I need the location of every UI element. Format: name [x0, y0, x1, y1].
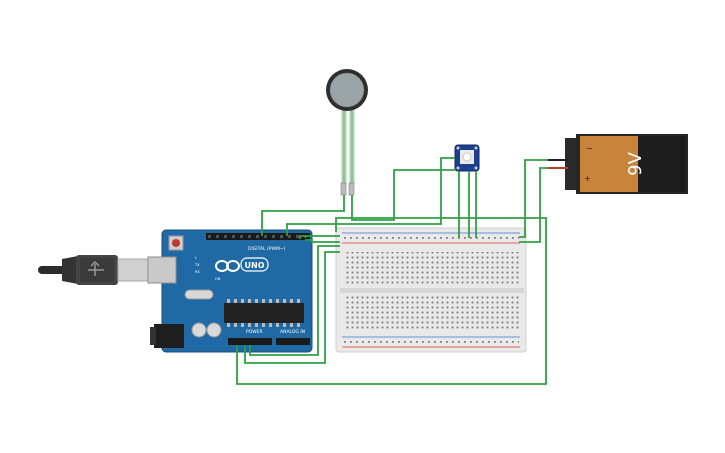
power-rail-top[interactable]	[344, 235, 519, 241]
reset-button[interactable]	[172, 239, 180, 247]
wire-sensor-to-digital	[261, 195, 345, 236]
force-sensor[interactable]	[326, 69, 368, 196]
wire-gnd-loop	[249, 245, 340, 356]
terminal-strip-top[interactable]	[344, 252, 519, 286]
l-label: L	[195, 256, 197, 260]
analog-label: ANALOG IN	[280, 329, 305, 335]
wire-5v-loop	[244, 251, 340, 364]
battery-9v[interactable]: 9V − +	[548, 134, 688, 194]
rx-label: RX	[195, 270, 200, 274]
battery-plus-label: +	[584, 174, 591, 183]
wire-power-1	[299, 235, 340, 239]
analog-header[interactable]	[276, 338, 310, 345]
wire-battery-minus	[519, 159, 548, 238]
rgb-led-module[interactable]	[454, 144, 480, 172]
power-header[interactable]	[228, 338, 272, 345]
uno-label: UNO	[245, 261, 265, 270]
digital-label: DIGITAL (PWM~)	[248, 246, 286, 252]
arduino-uno-board[interactable]: UNO DIGITAL (PWM~) POWER ANALOG IN TX RX…	[147, 229, 313, 353]
power-rail-bottom[interactable]	[344, 339, 519, 345]
wire-sensor-to-breadboard	[351, 169, 456, 221]
wire-long-loop	[236, 217, 547, 385]
tx-label: TX	[194, 263, 200, 267]
breadboard[interactable]	[335, 227, 527, 353]
usb-cable[interactable]	[38, 255, 149, 285]
wire-digital-to-led	[286, 157, 455, 236]
wire-power-2	[305, 239, 340, 243]
wires[interactable]	[236, 157, 548, 385]
battery-minus-label: −	[586, 144, 593, 153]
power-label: POWER	[246, 329, 263, 335]
wire-battery-plus	[519, 167, 548, 243]
terminal-strip-bottom[interactable]	[344, 296, 519, 330]
battery-voltage-label: 9V	[625, 151, 646, 175]
arduino-logo	[215, 257, 269, 272]
on-label: ON	[215, 277, 221, 281]
